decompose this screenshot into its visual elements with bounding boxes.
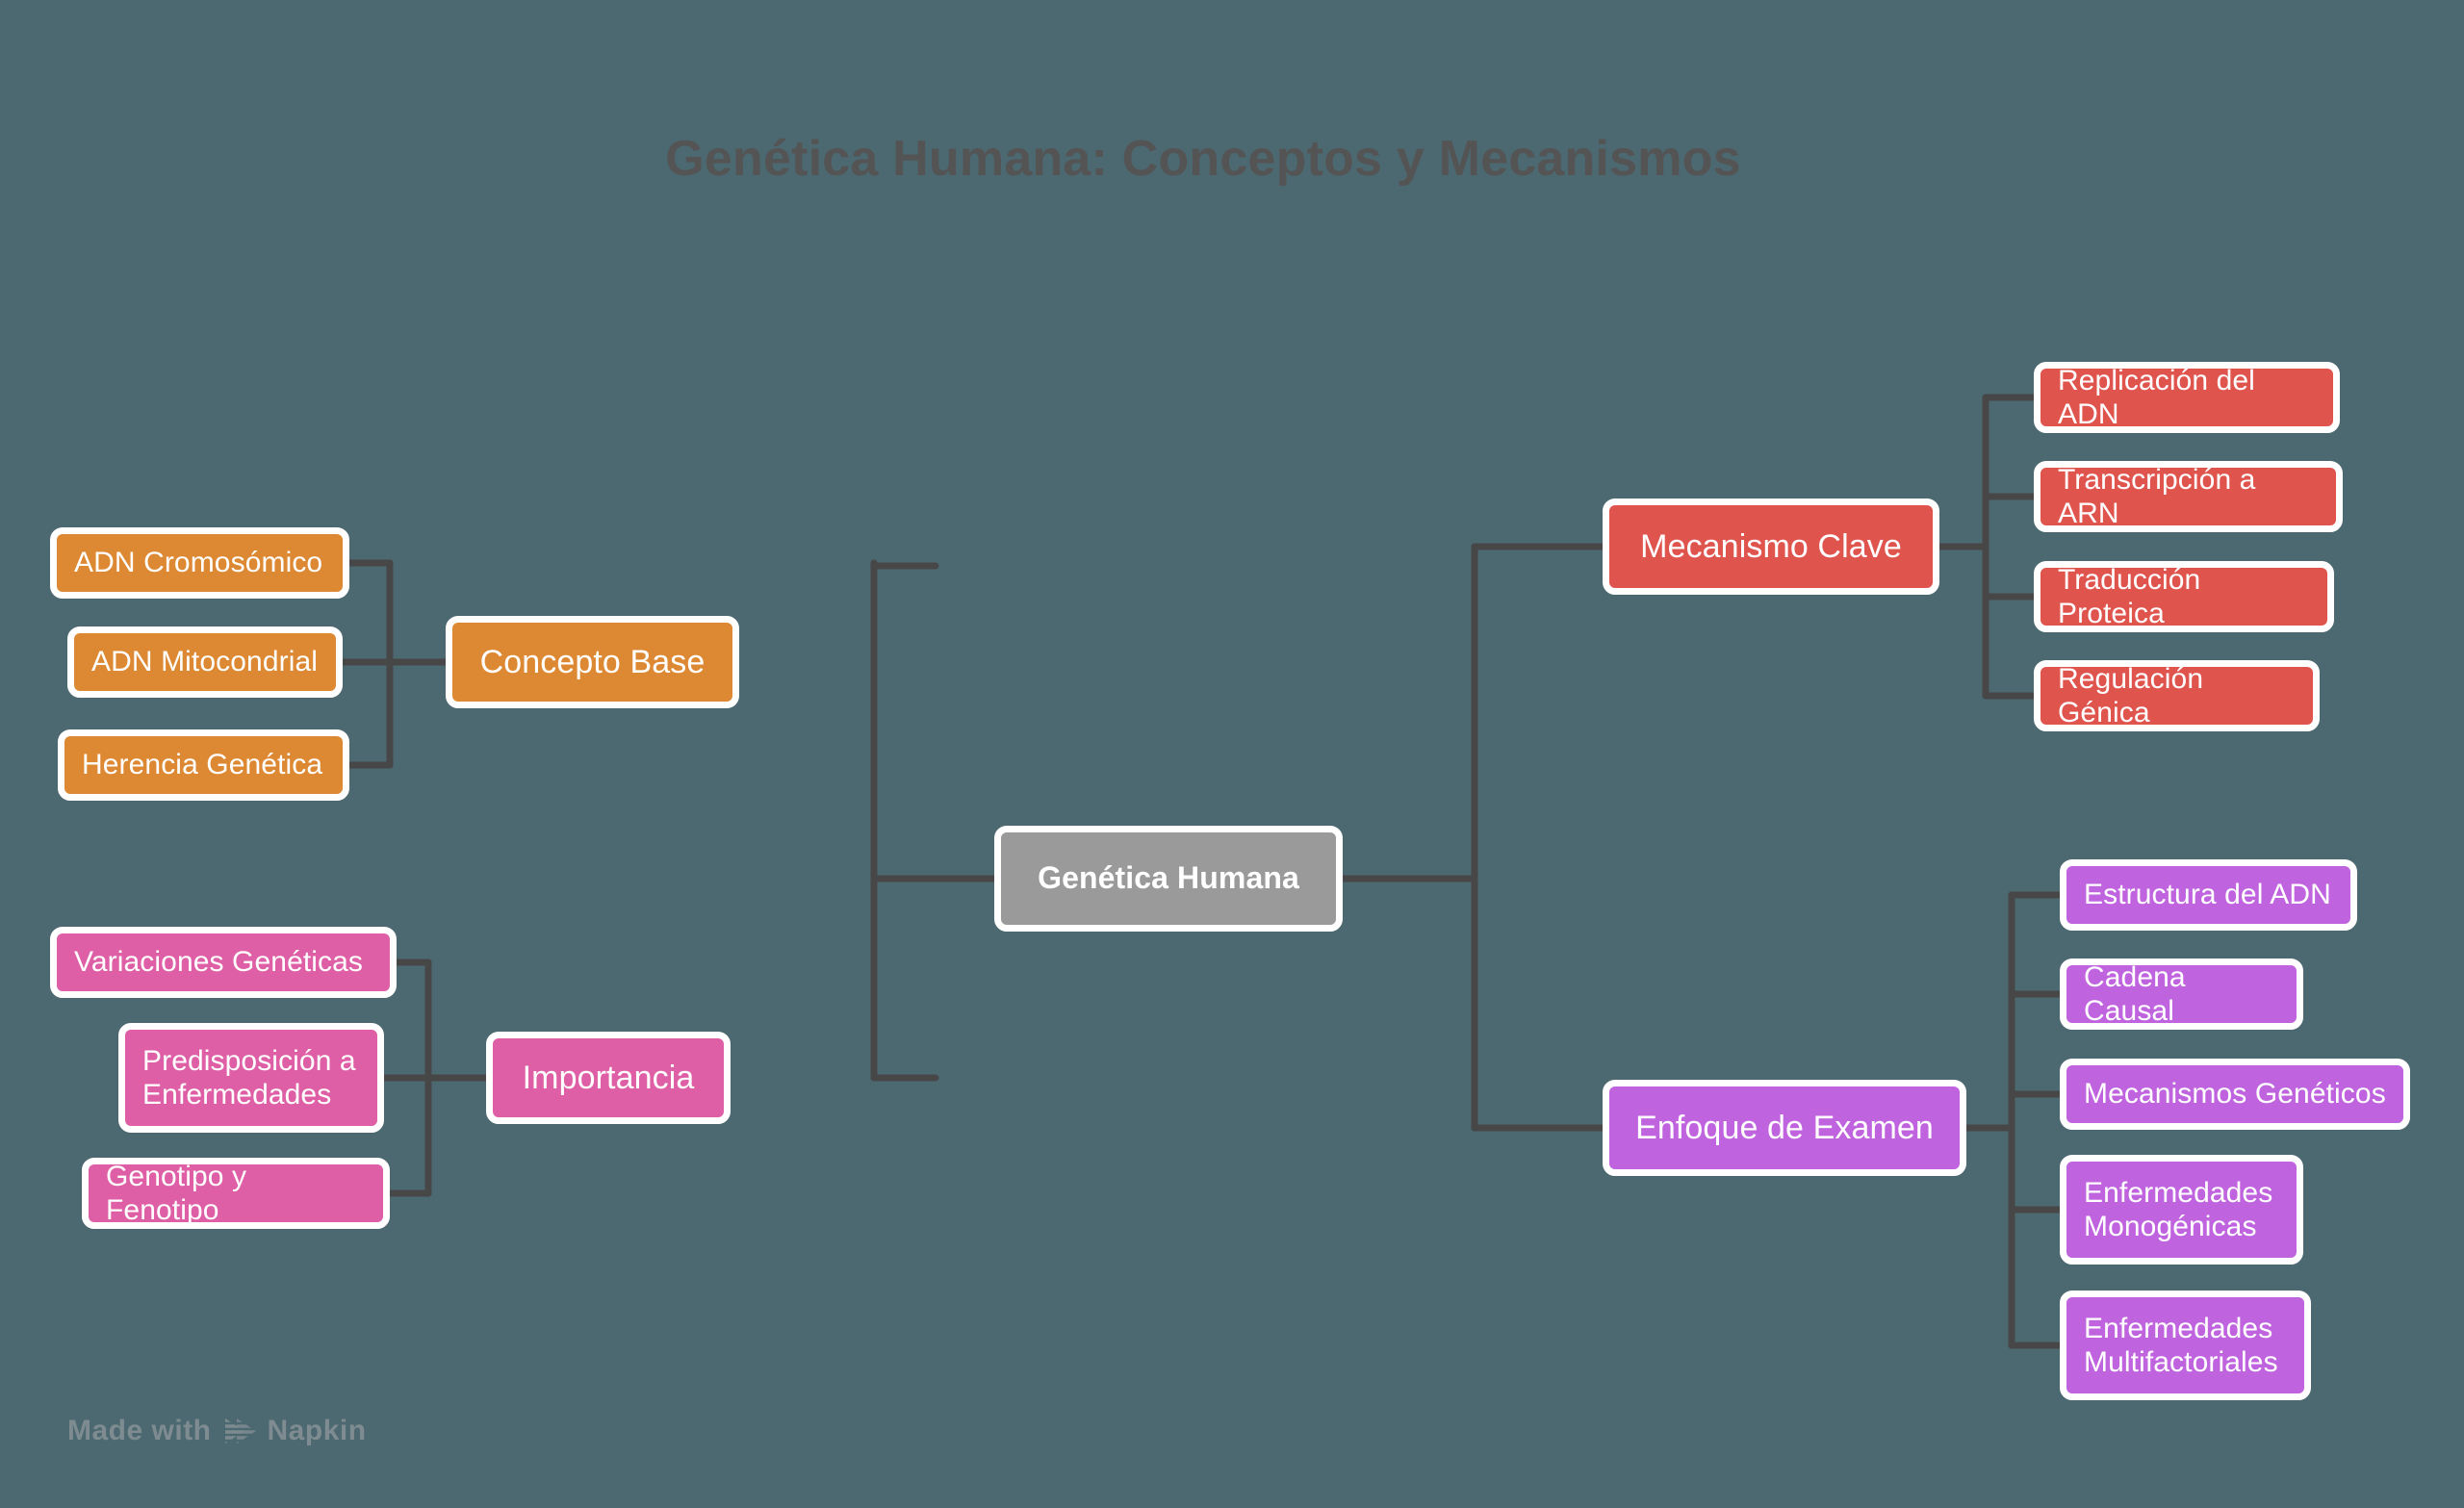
leaf-node-traduccion-proteica[interactable]: Traducción Proteica (2034, 561, 2334, 632)
leaf-node-enfermedades-monogenicas[interactable]: Enfermedades Monogénicas (2060, 1155, 2303, 1265)
leaf-node-cadena-causal[interactable]: Cadena Causal (2060, 958, 2303, 1030)
napkin-watermark: Made with Napkin (67, 1415, 367, 1447)
leaf-node-mecanismos-geneticos[interactable]: Mecanismos Genéticos (2060, 1059, 2410, 1130)
leaf-node-predisposicion-a-enfermedades[interactable]: Predisposición a Enfermedades (118, 1023, 384, 1133)
leaf-node-herencia-genetica[interactable]: Herencia Genética (58, 729, 349, 801)
leaf-node-variaciones-geneticas[interactable]: Variaciones Genéticas (50, 927, 397, 998)
branch-node-concepto-base[interactable]: Concepto Base (446, 616, 739, 708)
branch-node-enfoque-de-examen[interactable]: Enfoque de Examen (1603, 1080, 1966, 1176)
leaf-node-replicacion-del-adn[interactable]: Replicación del ADN (2034, 362, 2340, 433)
watermark-brand: Napkin (267, 1415, 367, 1446)
center-node-genetica-humana[interactable]: Genética Humana (994, 826, 1343, 932)
leaf-node-enfermedades-multifactoriales[interactable]: Enfermedades Multifactoriales (2060, 1291, 2311, 1400)
leaf-node-adn-mitocondrial[interactable]: ADN Mitocondrial (67, 626, 343, 698)
leaf-node-transcripcion-a-arn[interactable]: Transcripción a ARN (2034, 461, 2343, 532)
branch-node-mecanismo-clave[interactable]: Mecanismo Clave (1603, 498, 1939, 595)
leaf-node-genotipo-y-fenotipo[interactable]: Genotipo y Fenotipo (82, 1158, 390, 1229)
leaf-node-regulacion-genica[interactable]: Regulación Génica (2034, 660, 2320, 731)
napkin-play-icon (222, 1417, 256, 1445)
page-title: Genética Humana: Conceptos y Mecanismos (665, 131, 1741, 187)
watermark-prefix: Made with (67, 1415, 212, 1446)
branch-node-importancia[interactable]: Importancia (486, 1032, 731, 1124)
leaf-node-adn-cromosomico[interactable]: ADN Cromosómico (50, 527, 349, 599)
leaf-node-estructura-del-adn[interactable]: Estructura del ADN (2060, 859, 2357, 931)
